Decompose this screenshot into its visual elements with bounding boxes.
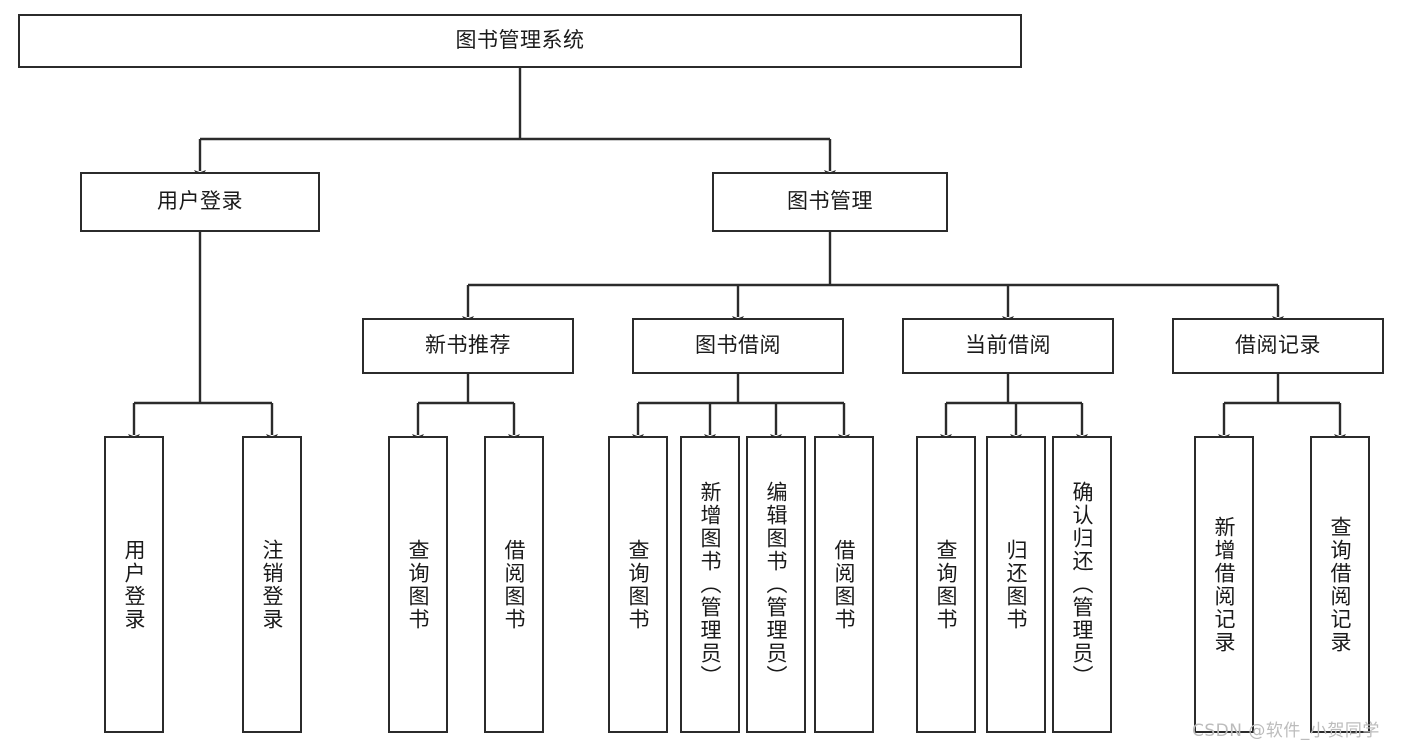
node-label: 借阅记录 — [1235, 333, 1321, 358]
node-leaf-user-login[interactable]: 用户登录 — [104, 436, 164, 733]
node-leaf-query-book-3[interactable]: 查询图书 — [916, 436, 976, 733]
node-leaf-edit-book[interactable]: 编辑图书（管理员） — [746, 436, 806, 733]
node-leaf-borrow-book-1[interactable]: 借阅图书 — [484, 436, 544, 733]
node-leaf-add-book[interactable]: 新增图书（管理员） — [680, 436, 740, 733]
node-label: 注销登录 — [260, 538, 285, 631]
node-label: 用户登录 — [122, 538, 147, 631]
node-book-borrow[interactable]: 图书借阅 — [632, 318, 844, 374]
node-label: 查询图书 — [406, 538, 431, 631]
node-label: 借阅图书 — [832, 538, 857, 631]
node-label: 新书推荐 — [425, 333, 511, 358]
node-leaf-query-book-2[interactable]: 查询图书 — [608, 436, 668, 733]
node-leaf-user-logout[interactable]: 注销登录 — [242, 436, 302, 733]
node-label: 新增借阅记录 — [1212, 515, 1237, 654]
node-leaf-return-book[interactable]: 归还图书 — [986, 436, 1046, 733]
node-label: 编辑图书（管理员） — [764, 481, 789, 688]
node-label: 查询借阅记录 — [1328, 515, 1353, 654]
node-leaf-add-record[interactable]: 新增借阅记录 — [1194, 436, 1254, 733]
node-leaf-confirm-return[interactable]: 确认归还（管理员） — [1052, 436, 1112, 733]
node-label: 图书借阅 — [695, 333, 781, 358]
node-label: 查询图书 — [626, 538, 651, 631]
node-new-book-rec[interactable]: 新书推荐 — [362, 318, 574, 374]
node-label: 新增图书（管理员） — [698, 481, 723, 688]
node-user-login[interactable]: 用户登录 — [80, 172, 320, 232]
node-borrow-record[interactable]: 借阅记录 — [1172, 318, 1384, 374]
node-label: 归还图书 — [1004, 538, 1029, 631]
node-leaf-borrow-book-2[interactable]: 借阅图书 — [814, 436, 874, 733]
node-label: 借阅图书 — [502, 538, 527, 631]
node-label: 确认归还（管理员） — [1070, 481, 1095, 688]
node-current-borrow[interactable]: 当前借阅 — [902, 318, 1114, 374]
node-label: 图书管理 — [787, 189, 873, 214]
node-leaf-query-record[interactable]: 查询借阅记录 — [1310, 436, 1370, 733]
node-root[interactable]: 图书管理系统 — [18, 14, 1022, 68]
edges — [128, 68, 1346, 444]
node-leaf-query-book-1[interactable]: 查询图书 — [388, 436, 448, 733]
node-label: 图书管理系统 — [455, 28, 585, 53]
node-label: 用户登录 — [157, 189, 243, 214]
watermark: CSDN @软件_小贺同学 — [1192, 721, 1380, 741]
node-label: 当前借阅 — [965, 333, 1051, 358]
node-book-manage[interactable]: 图书管理 — [712, 172, 948, 232]
node-label: 查询图书 — [934, 538, 959, 631]
